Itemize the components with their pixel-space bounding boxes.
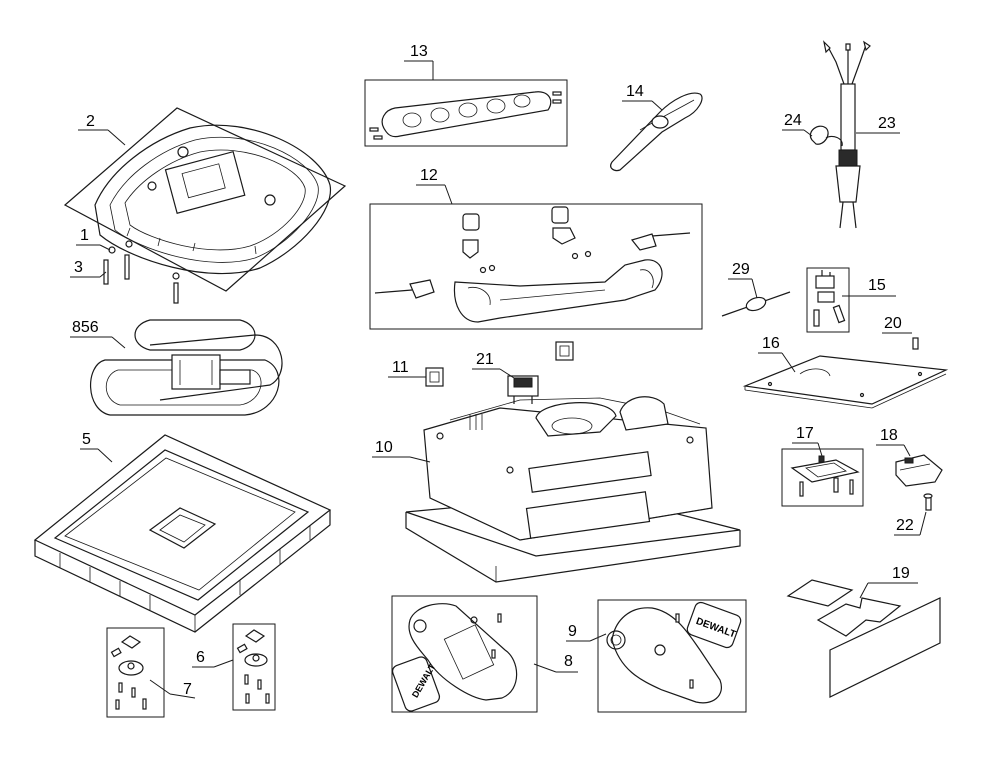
rocker-switch <box>507 341 574 404</box>
label-set <box>786 579 941 698</box>
callout-8: 8 <box>533 653 578 673</box>
callout-20: 20 <box>882 315 912 334</box>
right-side-cover: DEWALT <box>597 599 747 713</box>
callout-12: 12 <box>416 167 453 205</box>
svg-text:24: 24 <box>784 112 802 129</box>
callout-11: 11 <box>388 359 426 378</box>
handle-grip <box>364 79 568 147</box>
svg-text:16: 16 <box>762 335 780 352</box>
svg-text:3: 3 <box>74 259 83 276</box>
callout-3: 3 <box>70 259 107 278</box>
callout-17: 17 <box>792 425 823 457</box>
svg-text:5: 5 <box>82 431 91 448</box>
svg-text:1: 1 <box>80 227 89 244</box>
svg-text:20: 20 <box>884 315 902 332</box>
svg-text:17: 17 <box>796 425 814 442</box>
screw-20 <box>912 337 919 350</box>
callout-29: 29 <box>728 261 758 299</box>
svg-text:23: 23 <box>878 115 896 132</box>
switch-module <box>895 454 943 511</box>
lamp-tube <box>90 319 283 416</box>
rocker-cap <box>425 367 444 387</box>
callout-14: 14 <box>622 83 663 111</box>
svg-text:9: 9 <box>568 623 577 640</box>
callout-5: 5 <box>80 431 113 463</box>
callout-7: 7 <box>149 679 196 699</box>
callout-13: 13 <box>404 43 434 80</box>
svg-text:19: 19 <box>892 565 910 582</box>
callout-2: 2 <box>78 113 126 146</box>
switch-bracket <box>806 267 850 333</box>
callout-15: 15 <box>842 277 896 297</box>
svg-text:18: 18 <box>880 427 898 444</box>
callout-22: 22 <box>894 511 927 536</box>
power-cord <box>809 40 871 229</box>
svg-text:21: 21 <box>476 351 494 368</box>
main-housing <box>405 396 741 583</box>
svg-text:12: 12 <box>420 167 438 184</box>
handle-base-assembly <box>369 203 703 330</box>
callout-23: 23 <box>856 115 900 134</box>
latch-kit-right <box>232 623 276 711</box>
svg-text:13: 13 <box>410 43 428 60</box>
latch-kit-left <box>106 627 165 718</box>
reflector-plate <box>63 107 347 292</box>
svg-text:10: 10 <box>375 439 393 456</box>
svg-text:29: 29 <box>732 261 750 278</box>
svg-text:22: 22 <box>896 517 914 534</box>
callout-6: 6 <box>192 649 234 668</box>
callout-856: 856 <box>70 319 126 349</box>
callout-9: 9 <box>566 623 607 642</box>
callout-16: 16 <box>758 335 796 373</box>
callout-1: 1 <box>76 227 111 251</box>
svg-text:856: 856 <box>72 319 99 336</box>
callout-18: 18 <box>876 427 911 457</box>
callout-21: 21 <box>472 351 515 379</box>
svg-text:11: 11 <box>392 359 409 376</box>
clamp-assembly <box>781 448 864 507</box>
svg-text:7: 7 <box>183 681 192 698</box>
callout-24: 24 <box>782 112 813 137</box>
svg-text:15: 15 <box>868 277 886 294</box>
callout-19: 19 <box>859 565 918 599</box>
clamp-lever <box>610 92 703 172</box>
callout-10: 10 <box>372 439 431 463</box>
svg-text:14: 14 <box>626 83 644 100</box>
svg-text:2: 2 <box>86 113 95 130</box>
svg-text:6: 6 <box>196 649 205 666</box>
base-plate <box>742 355 949 409</box>
bezel-frame <box>33 434 332 633</box>
svg-text:8: 8 <box>564 653 573 670</box>
left-side-cover: DEWALT <box>391 595 538 713</box>
suppressor <box>721 291 791 317</box>
